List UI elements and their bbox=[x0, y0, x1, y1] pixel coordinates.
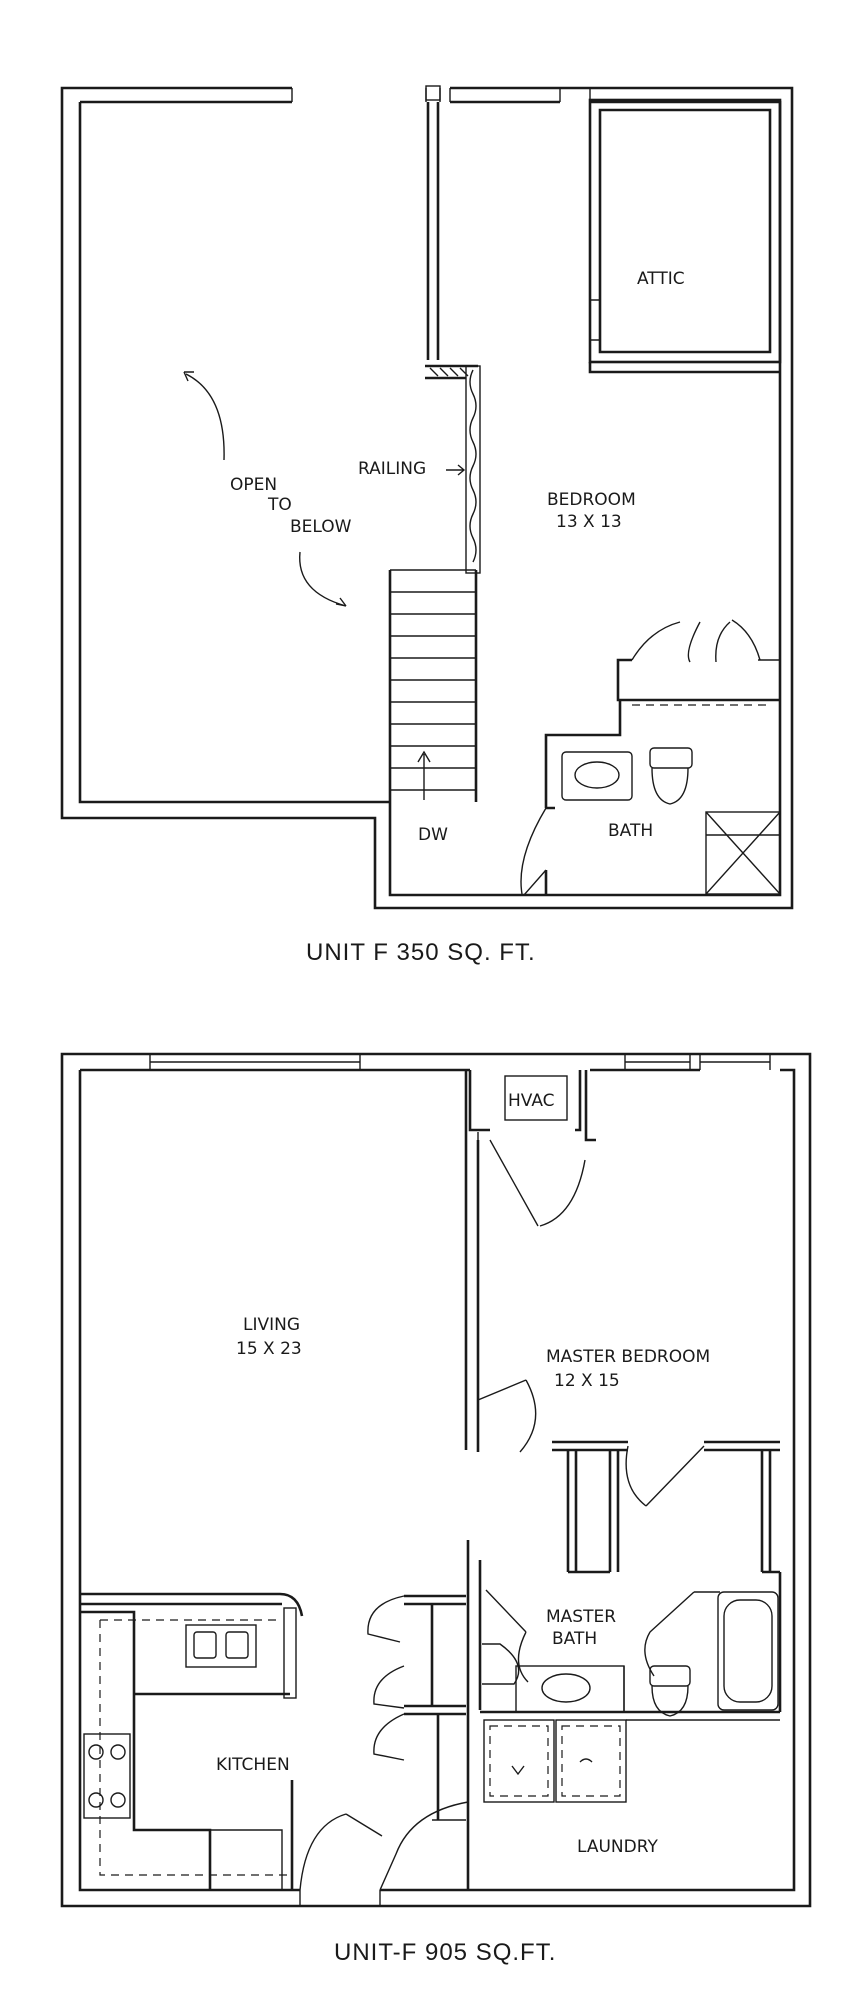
master-bedroom-closets bbox=[552, 1440, 780, 1574]
laundry bbox=[299, 1719, 780, 1891]
kitchen-closets bbox=[367, 1594, 466, 1821]
attic-room bbox=[588, 98, 782, 374]
master-bath-label-line1: MASTER bbox=[546, 1607, 616, 1627]
upper-partition-wall bbox=[425, 102, 478, 380]
living-size-label: 15 X 23 bbox=[236, 1339, 302, 1359]
hvac-label: HVAC bbox=[508, 1091, 555, 1111]
kitchen bbox=[80, 1592, 304, 1890]
open-label-line1: OPEN bbox=[230, 475, 277, 495]
upper-plan-caption: UNIT F 350 SQ. FT. bbox=[306, 939, 536, 966]
attic-label: ATTIC bbox=[637, 269, 685, 289]
stair-direction-label: DW bbox=[418, 825, 448, 845]
bath-label: BATH bbox=[608, 821, 653, 841]
master-bath-label-line2: BATH bbox=[552, 1629, 597, 1649]
upper-floor-plan: ATTIC RAILING BEDROOM 13 X 13 OPEN TO BE… bbox=[60, 85, 794, 966]
bedroom-size-label: 13 X 13 bbox=[556, 512, 622, 532]
lower-plan-caption: UNIT-F 905 SQ.FT. bbox=[334, 1939, 556, 1966]
upper-closet bbox=[616, 619, 780, 706]
living-label: LIVING bbox=[243, 1315, 300, 1335]
hvac-closet bbox=[468, 1070, 596, 1227]
open-to-below-arrows bbox=[183, 371, 347, 607]
railing bbox=[429, 365, 481, 574]
open-label-line3: BELOW bbox=[290, 517, 352, 537]
master-bedroom-size-label: 12 X 15 bbox=[554, 1371, 620, 1391]
living-bedroom-partition bbox=[464, 1070, 537, 1453]
upper-bath bbox=[520, 700, 781, 896]
master-bedroom-label: MASTER BEDROOM bbox=[546, 1347, 710, 1367]
bedroom-label: BEDROOM bbox=[547, 490, 636, 510]
lower-outer-walls bbox=[60, 1052, 812, 1908]
railing-pointer bbox=[446, 464, 466, 476]
master-bath bbox=[466, 1540, 782, 1890]
kitchen-label: KITCHEN bbox=[216, 1755, 290, 1775]
lower-floor-plan: HVAC LIVING 15 X 23 MASTER BEDROOM 12 X … bbox=[60, 1052, 812, 1966]
railing-label: RAILING bbox=[358, 459, 426, 479]
upper-outer-walls bbox=[60, 85, 794, 910]
open-label-line2: TO bbox=[267, 495, 292, 515]
laundry-label: LAUNDRY bbox=[577, 1837, 658, 1857]
stairs bbox=[388, 569, 478, 802]
